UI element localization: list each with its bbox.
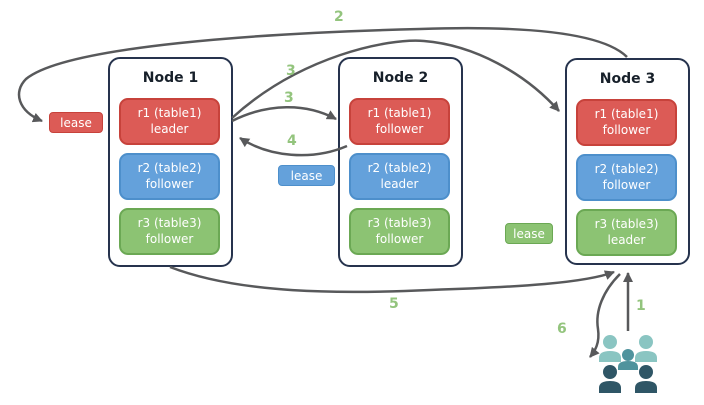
user-back-right-icon [635, 335, 657, 362]
node-3-replica-r3: r3 (table3) leader [576, 209, 677, 256]
replica-name: r3 (table3) [367, 215, 432, 230]
replica-name: r1 (table1) [137, 105, 202, 120]
node-1-title: Node 1 [142, 70, 199, 86]
replica-role: follower [145, 231, 194, 246]
arrow-step-6 [589, 273, 621, 358]
replica-name: r3 (table3) [594, 216, 659, 231]
node-1-replica-r1: r1 (table1) leader [119, 98, 220, 145]
step-label-3b: 3 [284, 90, 294, 106]
replica-role: follower [375, 231, 424, 246]
replica-name: r3 (table3) [137, 215, 202, 230]
step-label-6: 6 [557, 321, 567, 337]
node-1-replica-r2: r2 (table2) follower [119, 153, 220, 200]
arrow-step-5 [169, 265, 615, 294]
replica-role: follower [145, 176, 194, 191]
node-3-replica-r2: r2 (table2) follower [576, 154, 677, 201]
step-label-2: 2 [334, 9, 344, 25]
step-label-1: 1 [636, 298, 646, 314]
replica-role: leader [380, 176, 419, 191]
lease-tag-green: lease [505, 223, 553, 244]
node-2-replica-r3: r3 (table3) follower [349, 208, 450, 255]
replica-role: follower [602, 122, 651, 137]
replica-name: r1 (table1) [367, 105, 432, 120]
node-2-box: Node 2 r1 (table1) follower r2 (table2) … [338, 57, 463, 267]
node-1-replica-r3: r3 (table3) follower [119, 208, 220, 255]
lease-tag-blue: lease [278, 165, 335, 186]
user-back-left-icon [599, 335, 621, 362]
replica-name: r2 (table2) [137, 160, 202, 175]
node-3-box: Node 3 r1 (table1) follower r2 (table2) … [565, 58, 690, 265]
user-middle-icon [618, 349, 638, 370]
user-front-right-icon [635, 365, 657, 393]
arrow-step-3-to-node2 [231, 106, 337, 123]
node-3-title: Node 3 [599, 71, 656, 87]
replica-role: follower [375, 121, 424, 136]
node-2-title: Node 2 [372, 70, 429, 86]
replica-role: leader [607, 232, 646, 247]
node-2-replica-r1: r1 (table1) follower [349, 98, 450, 145]
node-3-replica-r1: r1 (table1) follower [576, 99, 677, 146]
replica-name: r1 (table1) [594, 106, 659, 121]
replica-role: leader [150, 121, 189, 136]
step-label-4: 4 [287, 133, 297, 149]
lease-tag-red: lease [49, 112, 103, 133]
user-front-left-icon [599, 365, 621, 393]
replica-name: r2 (table2) [367, 160, 432, 175]
users-group-icon [599, 335, 657, 393]
node-1-box: Node 1 r1 (table1) leader r2 (table2) fo… [108, 57, 233, 267]
step-label-3a: 3 [286, 63, 296, 79]
node-2-replica-r2: r2 (table2) leader [349, 153, 450, 200]
step-label-5: 5 [389, 296, 399, 312]
replica-role: follower [602, 177, 651, 192]
replica-name: r2 (table2) [594, 161, 659, 176]
